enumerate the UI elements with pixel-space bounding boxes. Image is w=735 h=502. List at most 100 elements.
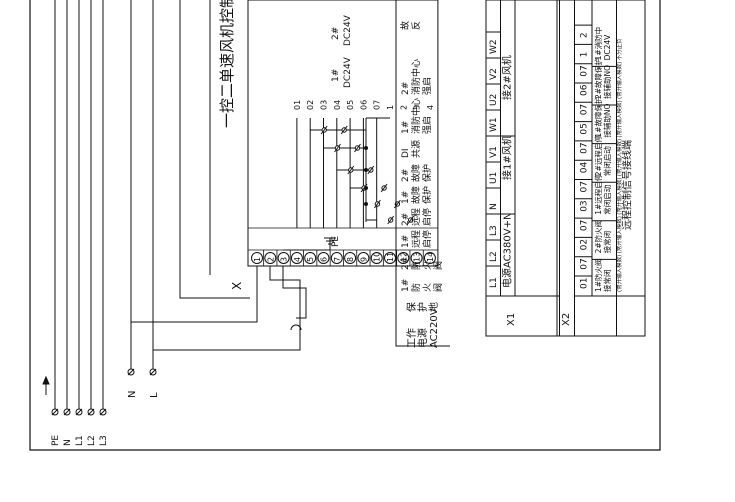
x-terminal-circle	[251, 252, 263, 264]
x-io-number: 02	[306, 100, 315, 110]
x2-terminal: 06	[580, 84, 590, 96]
x2-desc-sub: (常开输入模数)	[615, 255, 623, 292]
supply-label-l3: L3	[99, 435, 109, 446]
x2-desc-main: 2#远程启停常闭启动	[593, 135, 612, 177]
supply-label-pe: PE	[51, 435, 61, 446]
x2-terminal: 05	[580, 123, 590, 134]
function-label-col3: 火	[422, 261, 433, 270]
x-terminal-number: 8	[346, 257, 355, 262]
function-label-col1: 护	[416, 302, 429, 312]
x1-terminal: V2	[489, 68, 499, 80]
x2-desc-main: 1#消防中DC24V	[593, 27, 612, 61]
function-label-col11: 故	[399, 21, 411, 30]
x-terminal-number: 4	[293, 257, 302, 262]
x-terminal-circle	[264, 252, 277, 264]
x-io-number: 03	[320, 100, 329, 110]
x-terminal-circle	[423, 252, 436, 264]
diagram-title: 一控二单速风机控制	[218, 0, 236, 128]
function-label-col3: 阀	[433, 261, 444, 270]
function-label-col7: 保护	[421, 164, 433, 182]
bus-terminal-slashes	[51, 368, 157, 416]
function-frame	[395, 0, 450, 347]
function-label-col8: 共源	[411, 140, 422, 158]
x-terminal-number: 14	[426, 252, 435, 262]
function-label-col10: 强启	[421, 77, 433, 95]
function-label-work-power: AC220V	[429, 308, 440, 348]
x1-terminal: W2	[489, 39, 499, 54]
x2-table: X2010702070307040705070607121#防火阀接常闭(常开输…	[556, 0, 646, 337]
x1-group: 电源AC380V+N	[501, 213, 514, 288]
contact-switch	[367, 165, 375, 175]
x2-desc-sub: 不分正负	[615, 38, 623, 61]
pe-arrow	[42, 375, 50, 395]
x-io-number: 3	[413, 105, 422, 110]
x-terminal-circle	[277, 252, 290, 264]
function-label-col9: 强启	[421, 116, 433, 134]
x-terminal-number: 6	[320, 257, 329, 262]
function-label-col7: 2#	[401, 169, 411, 182]
x2-table-frame	[556, 0, 646, 337]
x-terminal-number: 7	[333, 257, 342, 262]
function-label-work-power: 工作	[406, 328, 418, 348]
x-io-number: 06	[359, 100, 368, 110]
x-terminal-circle	[370, 252, 383, 264]
x1-table-frame	[485, 0, 560, 337]
supply-label-n: N	[63, 439, 73, 446]
function-label-col6: 保护	[421, 186, 433, 204]
x-terminal-number: 3	[280, 257, 289, 262]
x2-desc-main: 1#防火阀接常闭	[593, 258, 612, 292]
contact-switch	[334, 143, 341, 153]
x-terminal-circle	[290, 252, 303, 264]
dc-label-1: 1#	[331, 69, 341, 82]
x1-terminal: U2	[489, 94, 499, 106]
x-terminal-circle	[357, 252, 370, 264]
function-label-col7: 故障	[410, 164, 422, 182]
function-label-col4: 启停	[421, 230, 433, 248]
function-label-col4: 1#	[401, 235, 411, 248]
function-label-col8: DI	[401, 148, 411, 158]
input-contacts	[296, 117, 415, 228]
x2-terminal: 07	[580, 65, 590, 76]
function-label-col6: 故障	[410, 186, 422, 204]
x2-terminal: 04	[580, 161, 590, 173]
x-frame	[179, 0, 250, 299]
x-terminal-circle	[344, 252, 357, 264]
x2-desc-main: 2#故障保护接辅助NO	[593, 58, 612, 99]
function-label-col9: 消防中心	[410, 98, 422, 134]
x1-terminal: U1	[489, 172, 499, 184]
function-label-col6: 1#	[401, 191, 411, 204]
x-terminal-number: 5	[306, 257, 315, 262]
function-label-col2: 火	[422, 283, 433, 292]
function-label-col5: 2#	[401, 213, 411, 226]
function-label-col4: 远程	[411, 230, 422, 248]
contact-switch	[354, 143, 361, 153]
x-terminal-circle	[317, 252, 330, 264]
function-label-col5: 启停	[421, 208, 433, 226]
x-io-number: 01	[293, 100, 302, 110]
x-terminal-number: 1	[253, 257, 262, 262]
x-terminal-circle	[330, 252, 343, 264]
x2-desc-sub: (常开输入模数)	[615, 139, 623, 176]
contact-switch	[373, 199, 381, 209]
x2-desc-main: 2#防火阀接常闭	[593, 220, 612, 254]
pe-ground-label: PE	[331, 236, 341, 247]
contact-switch	[387, 215, 395, 225]
supply-label-aux-n: N	[127, 391, 138, 398]
x1-group: 接2#风机	[501, 55, 514, 100]
x-terminal-number: 12	[399, 252, 408, 262]
x2-label: X2	[561, 313, 572, 326]
contact-switch	[380, 183, 388, 193]
x2-desc-main: 1#故障保护接辅助NO	[593, 97, 612, 138]
contact-switch	[393, 199, 401, 209]
supply-bus-lines	[54, 0, 154, 410]
x2-terminal: 01	[580, 278, 590, 289]
junction-dot	[364, 186, 368, 190]
x1-terminal: V1	[489, 146, 499, 158]
function-label-work-power: 电源	[416, 328, 429, 348]
junction-dot	[364, 202, 368, 206]
x-terminal-circle	[397, 252, 410, 264]
x2-desc-sub: (常开输入模数)	[615, 216, 623, 253]
function-label-col10: 消防中心	[410, 59, 422, 95]
